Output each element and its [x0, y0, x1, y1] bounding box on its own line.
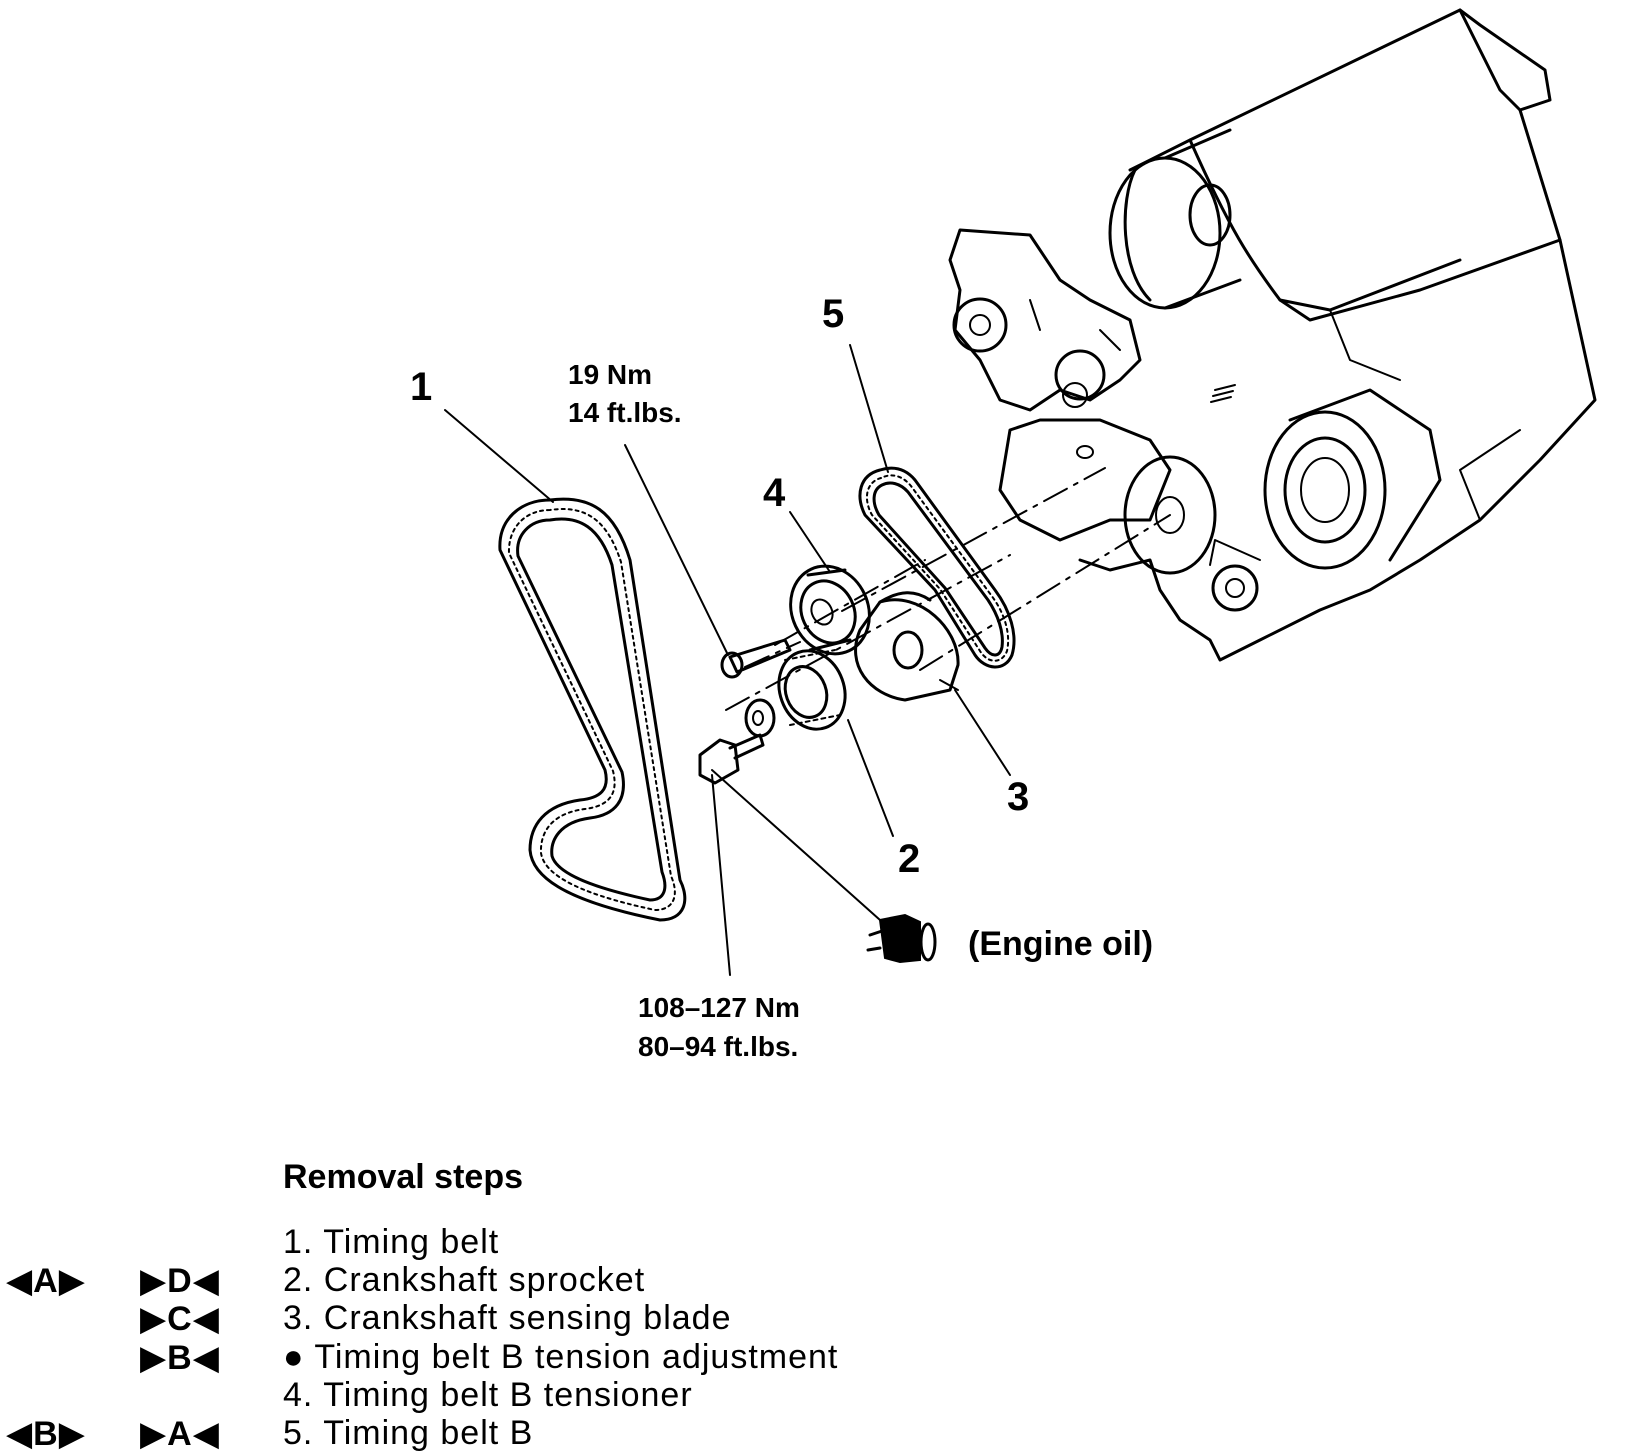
step-text: 1. Timing belt: [283, 1223, 500, 1261]
oil-can-icon: [866, 913, 937, 964]
crankshaft-bolt: [698, 733, 765, 785]
removal-mark: ▶C◀: [140, 1300, 220, 1338]
timing-belt-b-tensioner: [789, 564, 871, 656]
step-text: 5. Timing belt B: [283, 1414, 534, 1452]
removal-steps-title: Removal steps: [283, 1158, 523, 1196]
callout-4: 4: [763, 471, 786, 515]
timing-belt-b: [858, 466, 1016, 669]
step-text: ● Timing belt B tension adjustment: [283, 1338, 839, 1376]
alignment-lines: [725, 467, 1171, 711]
engine-oil-label: (Engine oil): [968, 925, 1153, 963]
callout-2: 2: [898, 837, 920, 881]
step-text: 4. Timing belt B tensioner: [283, 1376, 693, 1414]
removal-mark: ▶D◀: [140, 1262, 220, 1300]
step-row: ◀A▶ ▶D◀ 2. Crankshaft sprocket: [0, 1261, 1000, 1301]
torque-label-19nm: 19 Nm: [568, 359, 652, 390]
torque-label-108-127nm: 108–127 Nm: [638, 992, 800, 1023]
step-text: 3. Crankshaft sensing blade: [283, 1299, 732, 1337]
install-mark: ◀B▶: [6, 1415, 86, 1453]
step-row: 4. Timing belt B tensioner: [0, 1376, 1000, 1416]
callout-1: 1: [410, 365, 432, 409]
crankshaft-sprocket: [777, 649, 847, 731]
removal-mark: ▶B◀: [140, 1339, 220, 1377]
install-mark: ◀A▶: [6, 1262, 86, 1300]
torque-label-14ftlbs: 14 ft.lbs.: [568, 397, 682, 428]
step-text: 2. Crankshaft sprocket: [283, 1261, 646, 1299]
torque-label-80-94ftlbs: 80–94 ft.lbs.: [638, 1031, 798, 1062]
crankshaft-sensing-blade: [854, 591, 960, 702]
timing-belt: [498, 497, 687, 922]
step-row: ▶C◀ 3. Crankshaft sensing blade: [0, 1299, 1000, 1339]
callout-3: 3: [1007, 775, 1029, 819]
step-row: 1. Timing belt: [0, 1223, 1000, 1263]
removal-mark: ▶A◀: [140, 1415, 220, 1453]
washer: [744, 698, 776, 738]
tensioner-bolt: [720, 638, 792, 679]
engine-block: [948, 8, 1597, 662]
leader-lines: [444, 344, 1011, 976]
step-row: ▶B◀ ● Timing belt B tension adjustment: [0, 1338, 1000, 1378]
callout-5: 5: [822, 292, 844, 336]
step-row: ◀B▶ ▶A◀ 5. Timing belt B: [0, 1414, 1000, 1454]
